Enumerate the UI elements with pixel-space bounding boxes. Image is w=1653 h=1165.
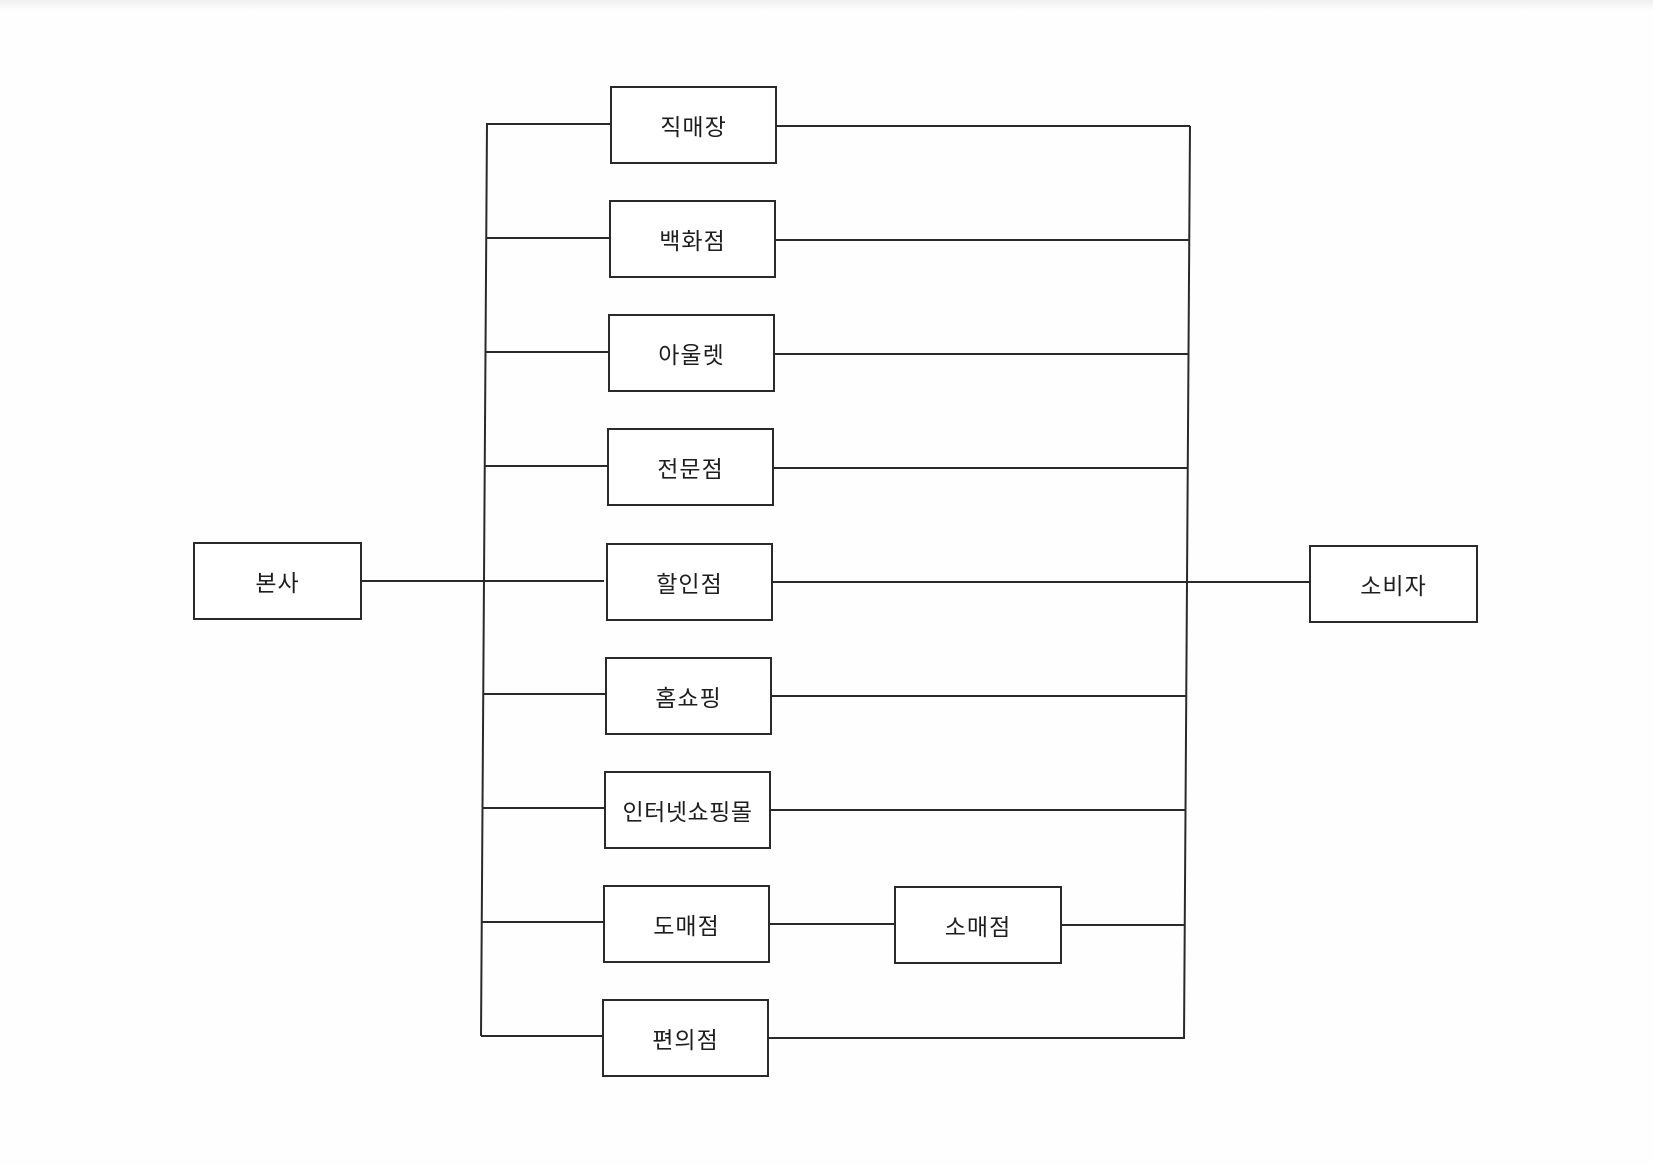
channel-box-internet-shopping-mall: 인터넷쇼핑몰	[604, 771, 771, 849]
channel-box-convenience-store: 편의점	[602, 999, 769, 1077]
channel-box-specialty-store: 전문점	[607, 428, 774, 506]
channel-box-home-shopping: 홈쇼핑	[605, 657, 772, 735]
scan-edge-shading	[0, 0, 1653, 10]
channel-box-discount-store: 할인점	[606, 543, 773, 621]
left-bus-line	[480, 122, 488, 1037]
channel-box-wholesaler: 도매점	[603, 885, 770, 963]
channel-box-direct-store: 직매장	[610, 86, 777, 164]
channel-box-outlet: 아울렛	[608, 314, 775, 392]
headquarters-box: 본사	[193, 542, 362, 620]
consumer-box: 소비자	[1309, 545, 1478, 623]
channel-box-retailer: 소매점	[894, 886, 1062, 964]
channel-box-department-store: 백화점	[609, 200, 776, 278]
